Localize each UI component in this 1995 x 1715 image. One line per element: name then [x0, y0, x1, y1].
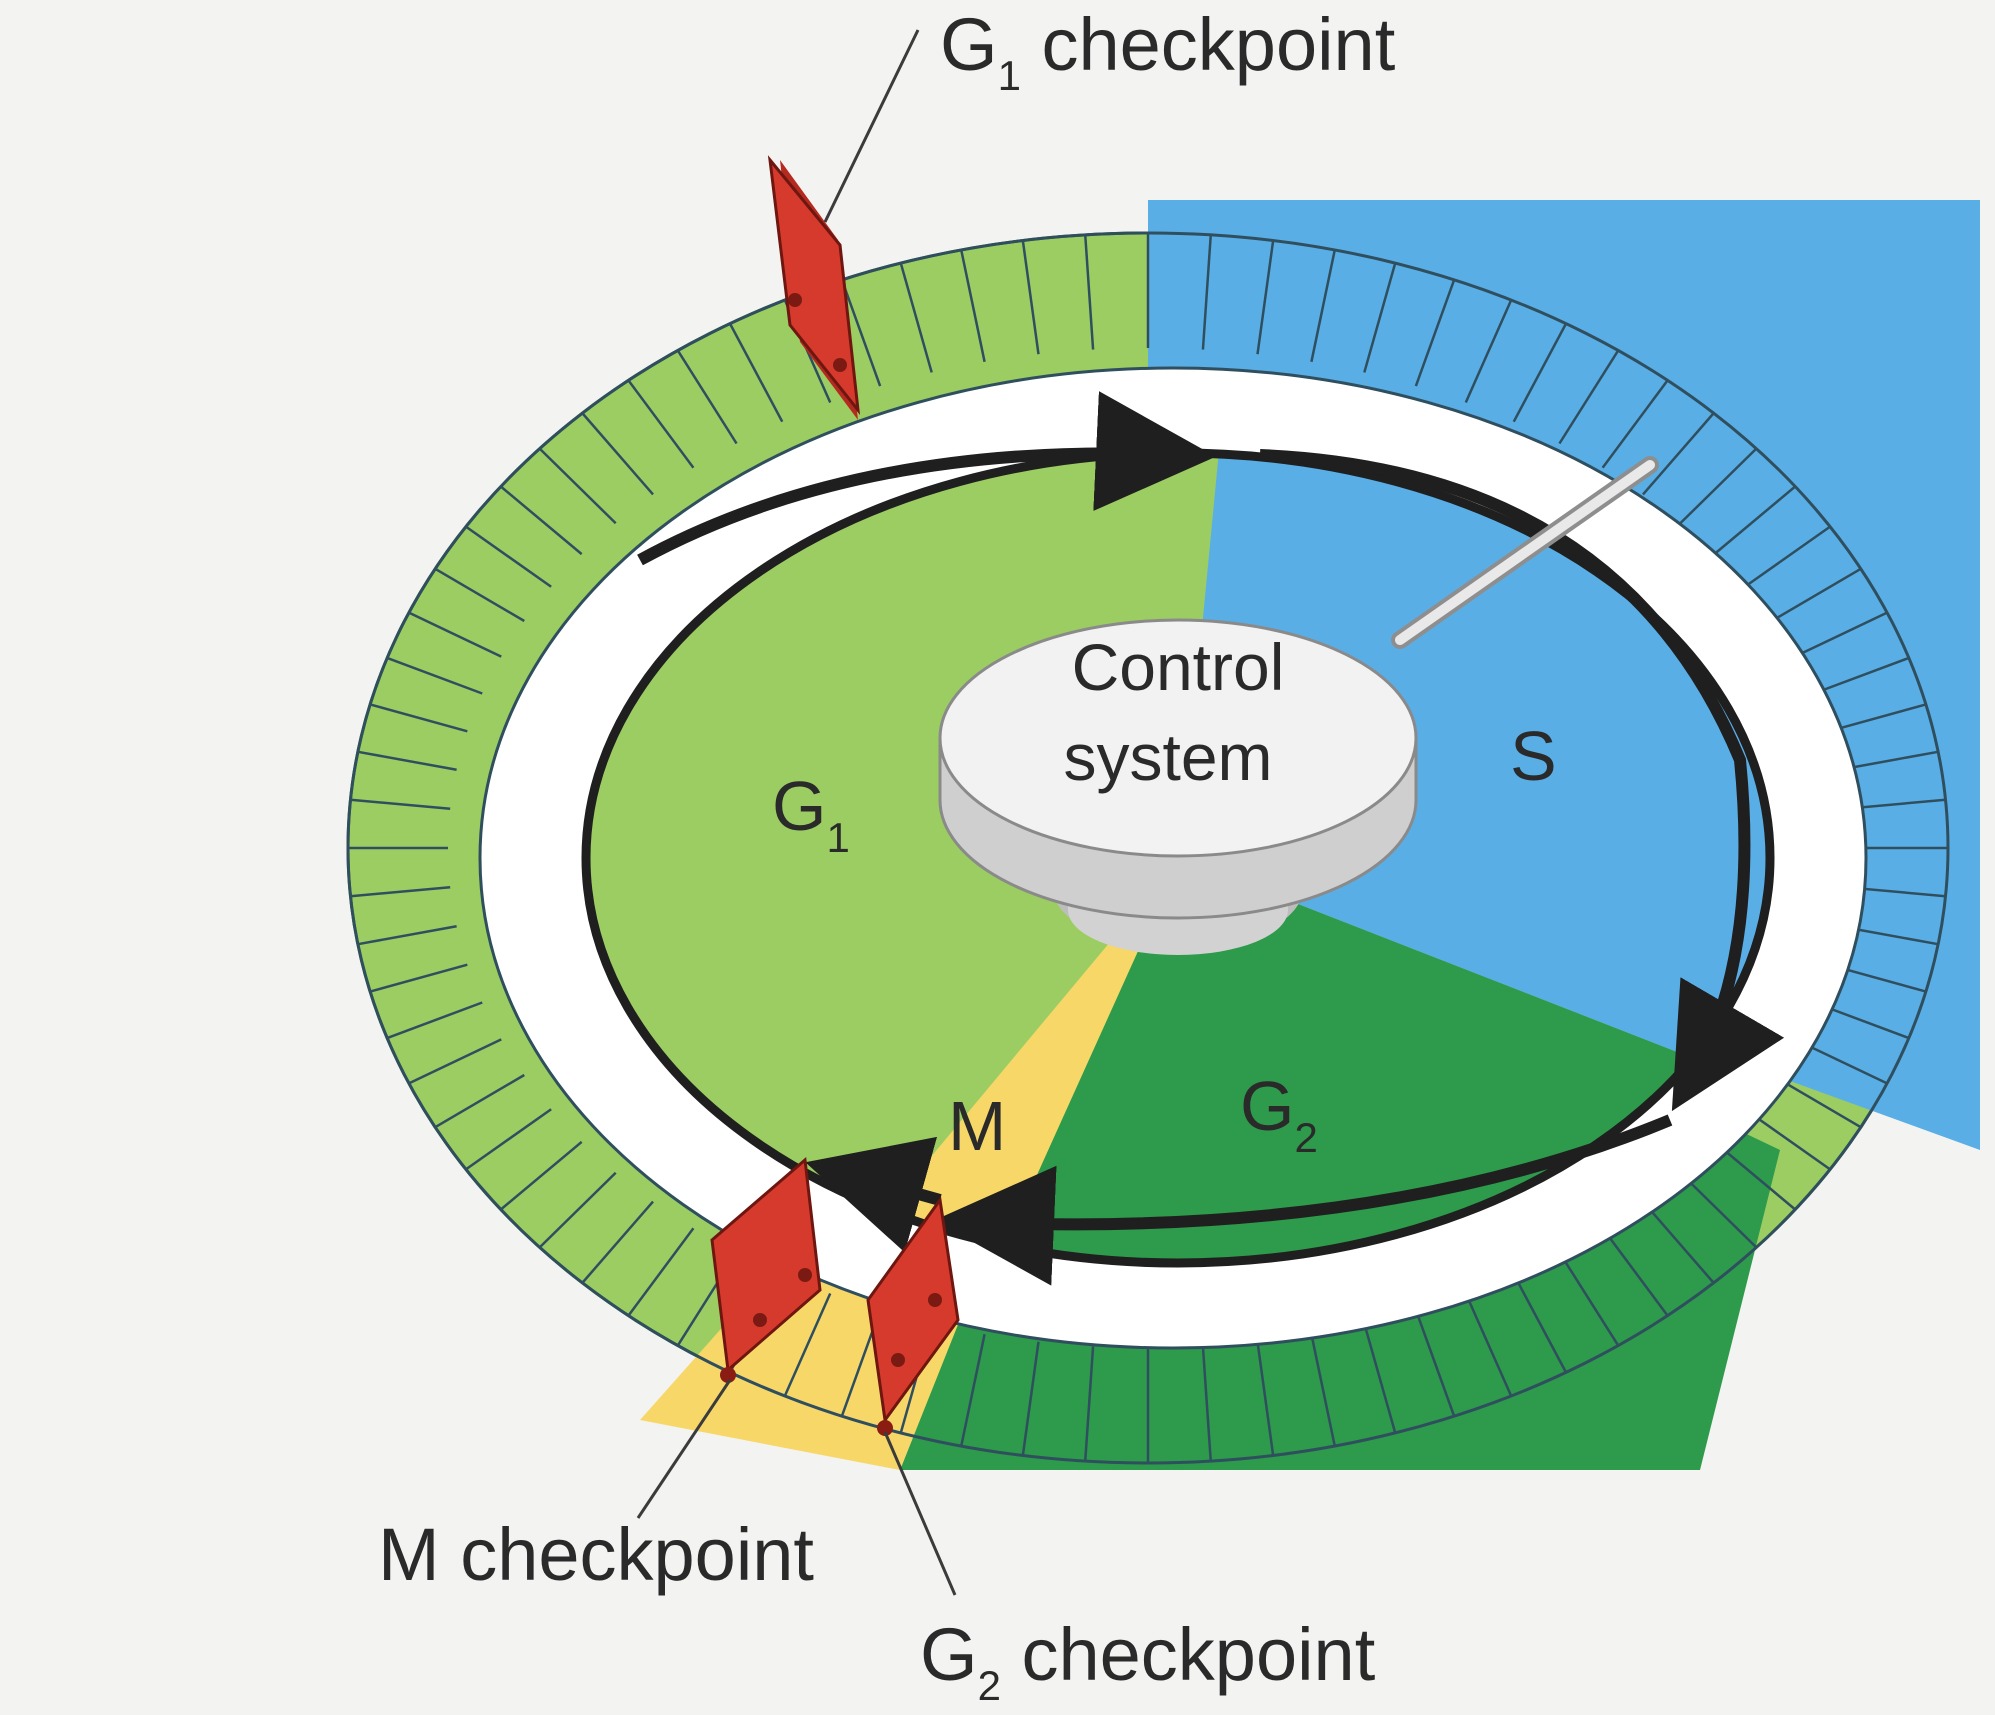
ring-tick [1021, 1341, 1040, 1456]
ring-tick [1021, 240, 1040, 355]
ring-tick [350, 885, 451, 898]
ring-tick [783, 1292, 832, 1397]
ring-tick [369, 703, 468, 733]
control-label-line1: Control [1072, 630, 1285, 704]
ring-tick [386, 656, 483, 695]
ring-tick [1363, 1323, 1397, 1434]
ring-tick [408, 611, 502, 658]
m-checkpoint-label: M checkpoint [378, 1513, 814, 1596]
ring-tick [1201, 234, 1213, 350]
ring-tick [1464, 1292, 1513, 1397]
ring-tick [499, 1140, 583, 1211]
outer-ring-edge [346, 231, 1950, 1465]
ring-tick [1414, 279, 1456, 387]
g2-checkpoint-gate [866, 1196, 960, 1436]
ring-tick [499, 485, 583, 556]
control-system: Control system [938, 456, 1659, 955]
arrow-m-to-g1 [805, 1136, 942, 1253]
m-checkpoint-gate [710, 1157, 822, 1383]
ring-tick [1201, 1346, 1213, 1462]
phase-label-g1: G1 [772, 767, 850, 861]
ring-tick [538, 1171, 617, 1249]
cycle-arrows [637, 391, 1785, 1286]
g1-checkpoint-gate [767, 155, 861, 420]
ring-tick [1794, 611, 1888, 658]
m-checkpoint-leader [636, 1379, 732, 1519]
ring-tick [1310, 1333, 1336, 1447]
ring-tick [1828, 703, 1927, 733]
arrow-s-to-g2 [1259, 449, 1785, 1112]
ring-tick [357, 924, 457, 946]
ring-tick [434, 1073, 525, 1129]
ring-tick [581, 412, 654, 496]
g2-checkpoint-leader [883, 1431, 957, 1596]
ring-tick [1679, 447, 1758, 525]
ring-tick [350, 798, 451, 811]
ring-tick [1083, 234, 1095, 350]
ring-tick [1363, 262, 1397, 373]
ring-tick [369, 963, 468, 993]
ring-tick [1679, 1171, 1758, 1249]
ring-tick [1464, 299, 1513, 404]
ring-tick [1310, 249, 1336, 363]
ring-tick [1256, 1341, 1275, 1456]
ring-tick [1813, 656, 1910, 695]
ring-tick [1558, 349, 1620, 445]
ring-tick [1642, 1200, 1715, 1284]
ring-tick [1642, 412, 1715, 496]
ring-tick [1601, 379, 1669, 469]
ring-tick [465, 525, 552, 588]
ring-tick [434, 567, 525, 623]
phase-label-s: S [1510, 717, 1557, 795]
g1-checkpoint-label: G1 checkpoint [940, 3, 1396, 99]
ring-tick [1512, 1273, 1568, 1373]
ring-tick [357, 750, 457, 772]
g2-checkpoint-label: G2 checkpoint [920, 1613, 1376, 1709]
ring-tick [386, 1001, 483, 1040]
ring-tick [960, 1333, 986, 1447]
ring-tick [960, 249, 986, 363]
ring-tick [1839, 750, 1939, 772]
ring-tick [899, 262, 933, 373]
ring-tick [1414, 1309, 1456, 1417]
ring-tick [1744, 525, 1831, 588]
ring-tick [538, 447, 617, 525]
ring-tick [1256, 240, 1275, 355]
ring-tick [676, 349, 738, 445]
ring-tick [408, 1038, 502, 1085]
ring-tick [1601, 1227, 1669, 1317]
ring-tick [627, 1227, 695, 1317]
ring-tick [1771, 567, 1862, 623]
arrow-g2-to-m [934, 1114, 1673, 1286]
ring-tick [1512, 323, 1568, 423]
ring-tick [627, 379, 695, 469]
phase-label-g2: G2 [1240, 1067, 1318, 1161]
control-disk-top [938, 618, 1418, 858]
control-label-line2: system [1063, 720, 1272, 794]
ring-tick [840, 279, 882, 387]
ring-tick [1558, 1251, 1620, 1347]
arrow-g1-to-s [637, 391, 1216, 566]
ring-tick [1713, 485, 1797, 556]
phase-label-m: M [948, 1087, 1006, 1165]
ring-tick [1083, 1346, 1095, 1462]
ring-tick [728, 323, 784, 423]
g1-checkpoint-leader [823, 29, 920, 223]
ring-tick [465, 1108, 552, 1171]
ring-tick [581, 1200, 654, 1284]
